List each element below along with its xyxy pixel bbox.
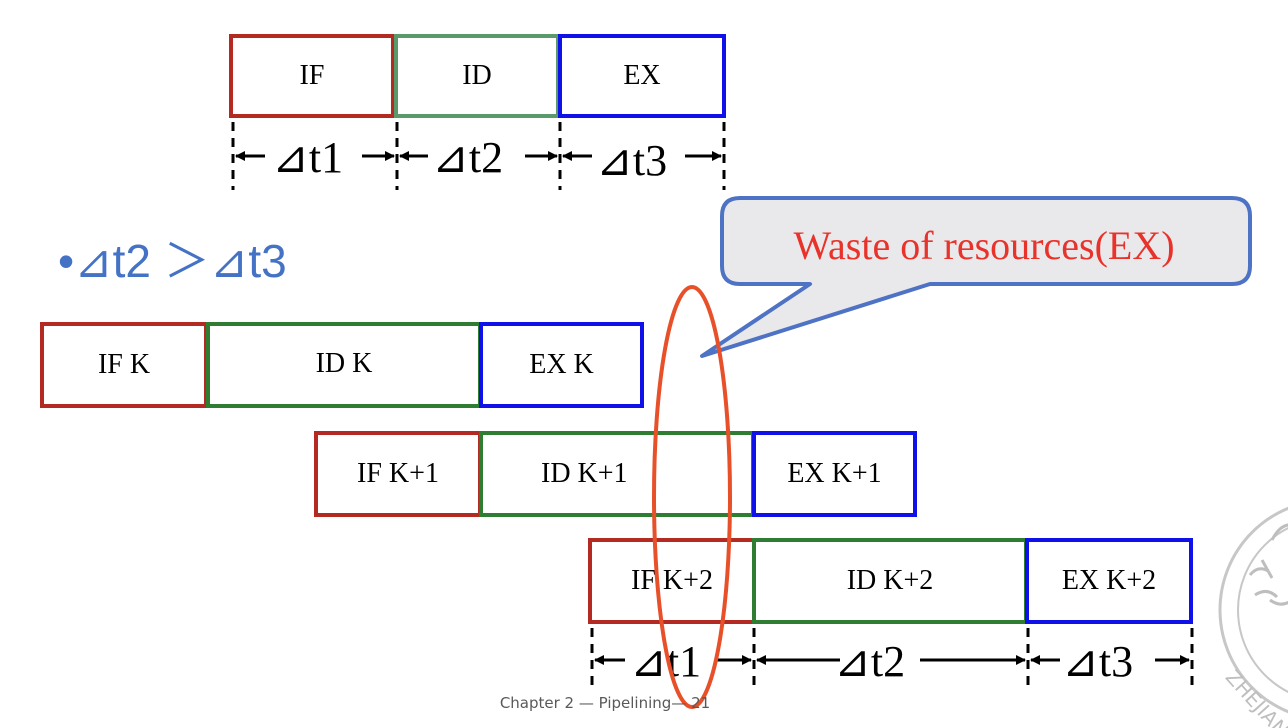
svg-text:ZHEJIAN: ZHEJIAN	[1221, 665, 1288, 728]
callout-text: Waste of resources(EX)	[793, 222, 1175, 268]
row-k2-id: ID K+2	[752, 538, 1028, 624]
top-id-stage: ID	[394, 34, 560, 118]
bottom-dt1-label: ⊿t1	[630, 637, 702, 686]
row-k1-if: IF K+1	[314, 431, 482, 517]
bottom-dt3-label: ⊿t3	[1062, 637, 1134, 686]
row-k-id: ID K	[206, 322, 482, 408]
callout-bubble	[700, 196, 1252, 358]
top-dashed-guides	[231, 122, 726, 190]
condition-bullet: •⊿t2 ＞⊿t3	[58, 235, 287, 287]
bottom-dt2-label: ⊿t2	[834, 637, 906, 686]
top-dt2-label: ⊿t2	[432, 133, 504, 182]
row-k2-ex: EX K+2	[1025, 538, 1193, 624]
top-dt1-label: ⊿t1	[272, 133, 344, 182]
bottom-dashed-guides	[590, 628, 1194, 690]
row-k2-if: IF K+2	[588, 538, 756, 624]
row-k-if: IF K	[40, 322, 208, 408]
row-k1-id: ID K+1	[479, 431, 755, 517]
top-dt3-label: ⊿t3	[596, 136, 668, 185]
university-seal-watermark: ZHEJIAN	[1218, 506, 1288, 728]
row-k-ex: EX K	[479, 322, 644, 408]
top-if-stage: IF	[229, 34, 395, 118]
slide-footer: Chapter 2 — Pipelining— 21	[499, 694, 711, 712]
top-ex-stage: EX	[558, 34, 726, 118]
row-k1-ex: EX K+1	[752, 431, 917, 517]
